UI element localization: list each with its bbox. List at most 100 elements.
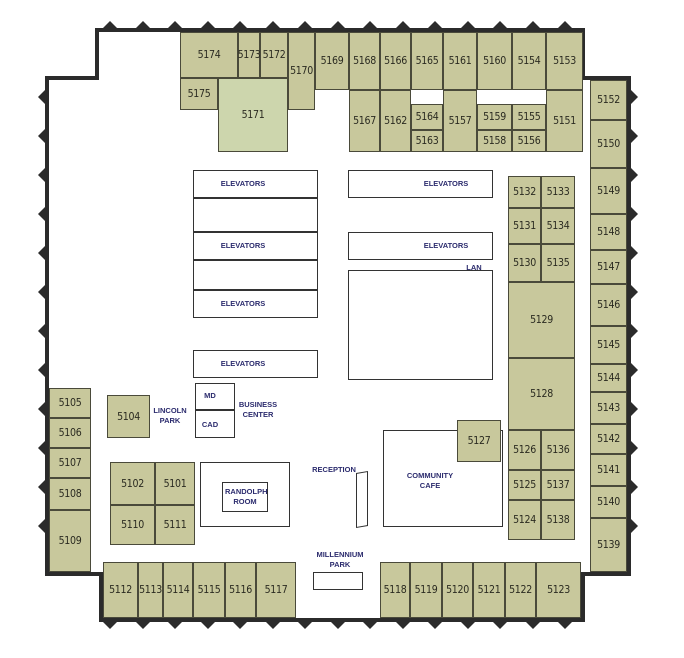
office-5110[interactable]: 5110	[110, 505, 155, 545]
office-5169[interactable]: 5169	[315, 32, 349, 90]
office-5161[interactable]: 5161	[443, 32, 477, 90]
office-5108[interactable]: 5108	[49, 478, 91, 510]
office-5157[interactable]: 5157	[443, 90, 477, 152]
window-mullion-icon	[38, 440, 46, 456]
office-5112[interactable]: 5112	[103, 562, 138, 618]
window-mullion-icon	[102, 621, 118, 629]
window-mullion-icon	[524, 621, 541, 629]
office-5162[interactable]: 5162	[380, 90, 411, 152]
office-5147[interactable]: 5147	[590, 250, 627, 284]
window-mullion-icon	[362, 621, 378, 629]
window-mullion-icon	[134, 21, 151, 29]
office-5158[interactable]: 5158	[477, 130, 512, 152]
office-5138[interactable]: 5138	[541, 500, 575, 540]
elevators-label: ELEVATORS	[220, 179, 266, 188]
office-5168[interactable]: 5168	[349, 32, 380, 90]
office-5130[interactable]: 5130	[508, 244, 541, 282]
office-5172[interactable]: 5172	[260, 32, 288, 78]
office-5127[interactable]: 5127	[457, 420, 501, 462]
office-5105[interactable]: 5105	[49, 388, 91, 418]
cad-office	[195, 410, 235, 438]
elevator-bank-1	[193, 170, 318, 198]
millennium-park-label: MILLENNIUM PARK	[316, 550, 364, 569]
elevator-bank-2	[193, 232, 318, 260]
window-mullion-icon	[329, 21, 346, 29]
window-mullion-icon	[38, 323, 46, 339]
office-5125[interactable]: 5125	[508, 470, 541, 500]
office-5104[interactable]: 5104	[107, 395, 150, 438]
office-5114[interactable]: 5114	[163, 562, 193, 618]
office-5139[interactable]: 5139	[590, 518, 627, 572]
window-mullion-icon	[232, 21, 248, 29]
office-5155[interactable]: 5155	[512, 104, 546, 130]
office-5167[interactable]: 5167	[349, 90, 380, 152]
office-5152[interactable]: 5152	[590, 80, 627, 120]
office-5174[interactable]: 5174	[180, 32, 238, 78]
office-5106[interactable]: 5106	[49, 418, 91, 448]
office-5173[interactable]: 5173	[238, 32, 261, 78]
office-5120[interactable]: 5120	[442, 562, 473, 618]
office-5146[interactable]: 5146	[590, 284, 627, 326]
office-5117[interactable]: 5117	[256, 562, 296, 618]
window-mullion-icon	[630, 518, 638, 534]
office-5164[interactable]: 5164	[411, 104, 443, 130]
office-5133[interactable]: 5133	[541, 176, 575, 208]
window-mullion-icon	[630, 401, 638, 417]
office-5113[interactable]: 5113	[138, 562, 163, 618]
office-5136[interactable]: 5136	[541, 430, 575, 470]
office-5116[interactable]: 5116	[225, 562, 256, 618]
office-5170[interactable]: 5170	[288, 32, 315, 110]
office-5144[interactable]: 5144	[590, 364, 627, 392]
office-5143[interactable]: 5143	[590, 392, 627, 424]
office-5150[interactable]: 5150	[590, 120, 627, 168]
window-mullion-icon	[134, 621, 151, 629]
office-5153[interactable]: 5153	[546, 32, 583, 90]
office-5160[interactable]: 5160	[477, 32, 512, 90]
office-5111[interactable]: 5111	[155, 505, 195, 545]
office-5135[interactable]: 5135	[541, 244, 575, 282]
window-mullion-icon	[557, 21, 573, 29]
office-5151[interactable]: 5151	[546, 90, 583, 152]
office-5118[interactable]: 5118	[380, 562, 410, 618]
office-5124[interactable]: 5124	[508, 500, 541, 540]
office-5165[interactable]: 5165	[411, 32, 443, 90]
office-5175[interactable]: 5175	[180, 78, 218, 110]
office-5145[interactable]: 5145	[590, 326, 627, 364]
office-5156[interactable]: 5156	[512, 130, 546, 152]
office-5122[interactable]: 5122	[505, 562, 536, 618]
office-5159[interactable]: 5159	[477, 104, 512, 130]
elevators-label: ELEVATORS	[423, 241, 469, 250]
window-mullion-icon	[630, 479, 638, 495]
elevator-bank-5	[348, 170, 493, 198]
office-5109[interactable]: 5109	[49, 510, 91, 572]
stair-core	[348, 270, 493, 380]
office-5115[interactable]: 5115	[193, 562, 225, 618]
office-5132[interactable]: 5132	[508, 176, 541, 208]
office-5154[interactable]: 5154	[512, 32, 546, 90]
office-5137[interactable]: 5137	[541, 470, 575, 500]
office-5131[interactable]: 5131	[508, 208, 541, 244]
office-5128[interactable]: 5128	[508, 358, 575, 430]
office-5163[interactable]: 5163	[411, 130, 443, 152]
office-5101[interactable]: 5101	[155, 462, 195, 505]
office-5119[interactable]: 5119	[410, 562, 442, 618]
window-mullion-icon	[394, 621, 411, 629]
office-5129[interactable]: 5129	[508, 282, 575, 358]
office-5171[interactable]: 5171	[218, 78, 288, 152]
office-5107[interactable]: 5107	[49, 448, 91, 478]
office-5134[interactable]: 5134	[541, 208, 575, 244]
service-core-left-2	[193, 260, 318, 290]
office-5148[interactable]: 5148	[590, 214, 627, 250]
office-5126[interactable]: 5126	[508, 430, 541, 470]
office-5102[interactable]: 5102	[110, 462, 155, 505]
window-mullion-icon	[232, 621, 248, 629]
office-5142[interactable]: 5142	[590, 424, 627, 454]
office-5140[interactable]: 5140	[590, 486, 627, 518]
office-5149[interactable]: 5149	[590, 168, 627, 214]
office-5166[interactable]: 5166	[380, 32, 411, 90]
office-5141[interactable]: 5141	[590, 454, 627, 486]
window-mullion-icon	[297, 621, 313, 629]
window-mullion-icon	[630, 362, 638, 378]
office-5121[interactable]: 5121	[473, 562, 505, 618]
office-5123[interactable]: 5123	[536, 562, 581, 618]
